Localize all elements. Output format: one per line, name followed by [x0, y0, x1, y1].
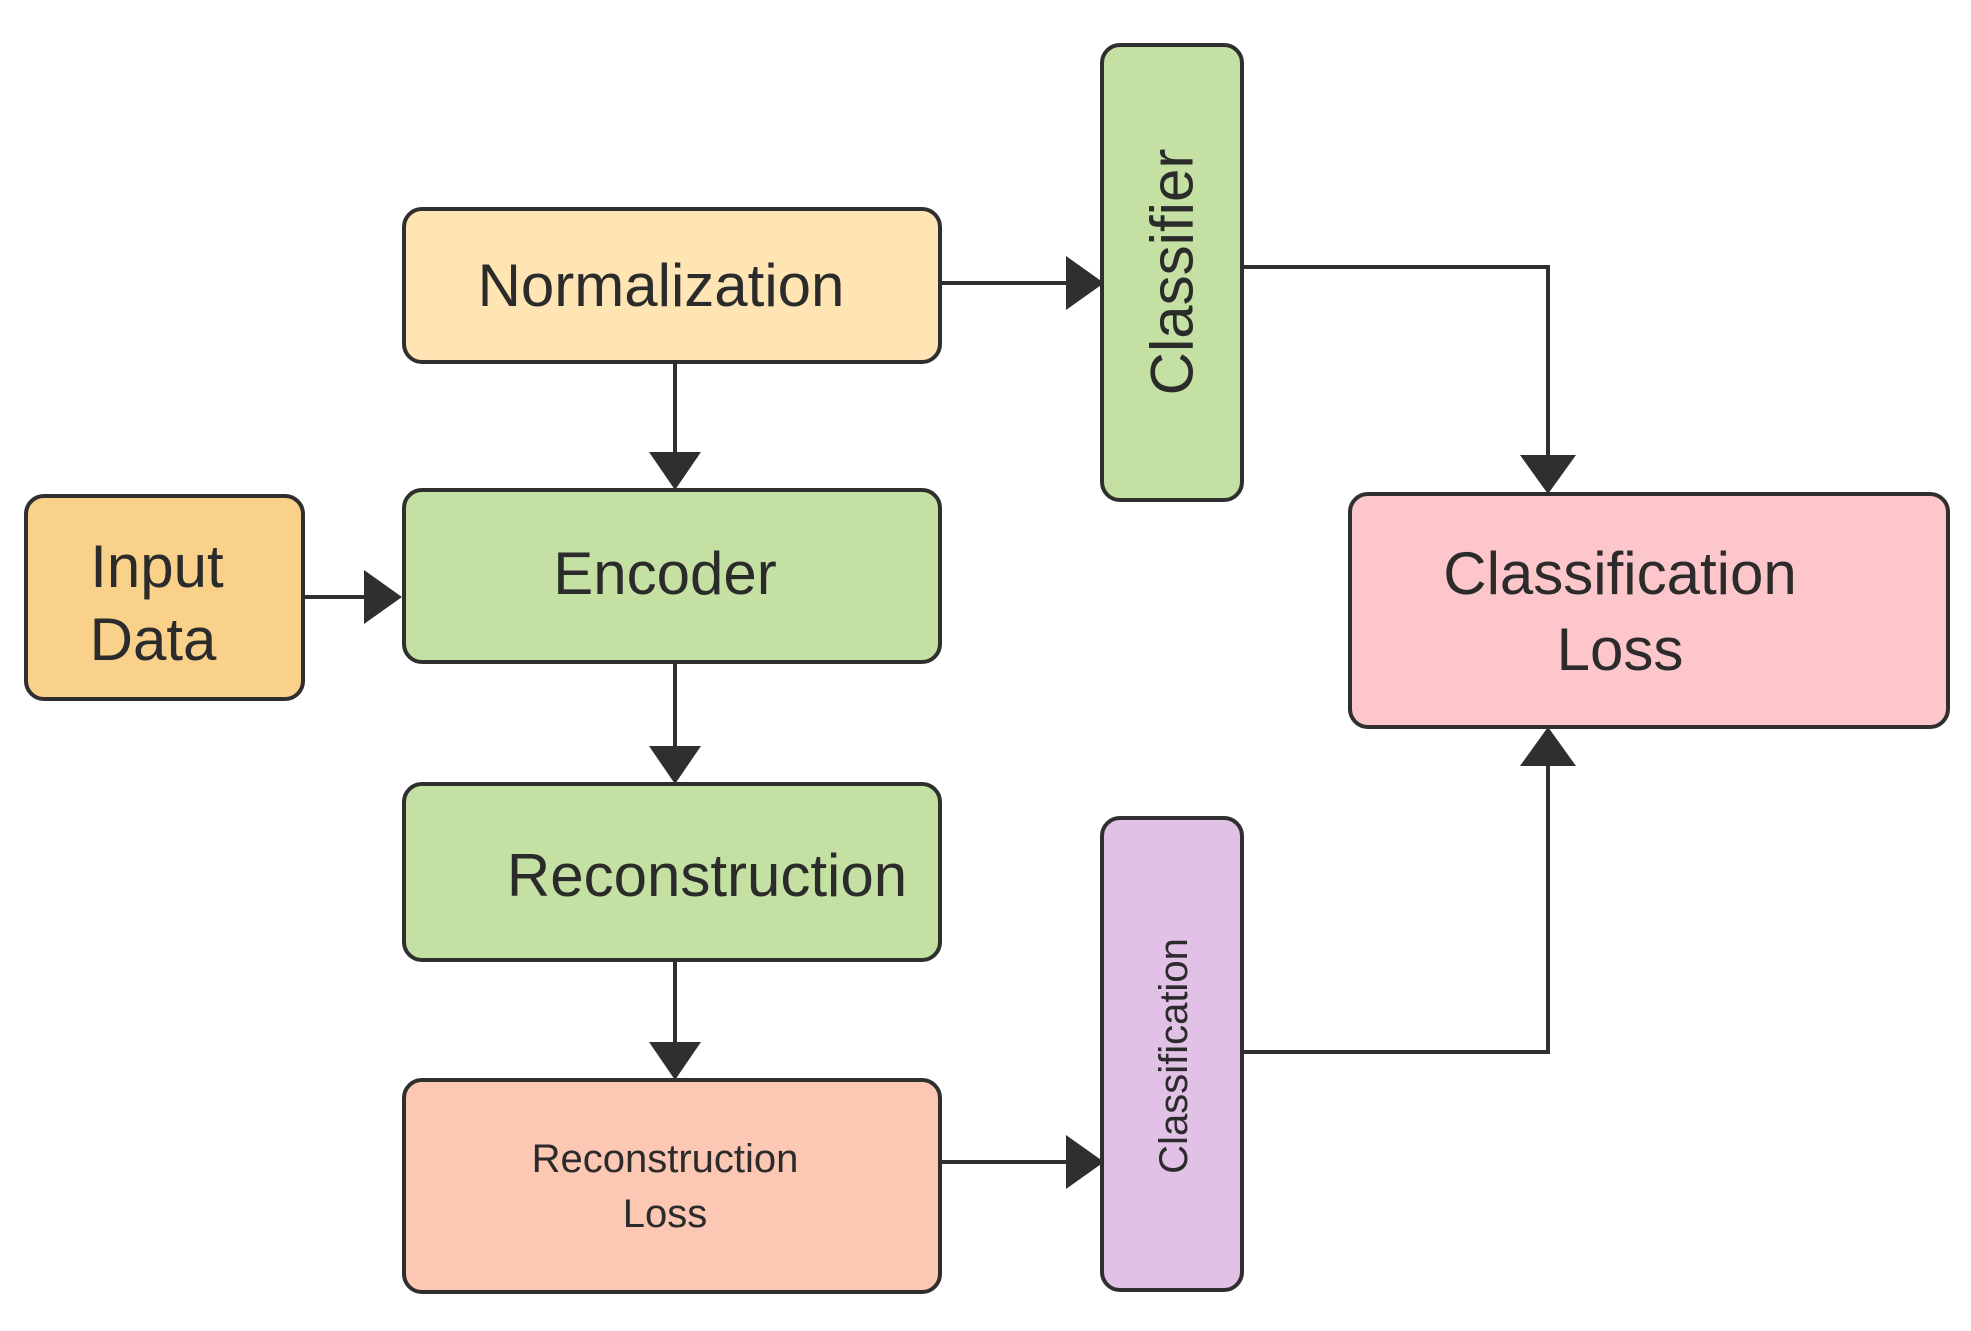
encoder-label: Encoder — [553, 540, 776, 607]
normalization-box — [402, 207, 942, 364]
arrowhead-reconstruction-loss — [649, 1042, 701, 1080]
classifier-box — [1100, 43, 1244, 502]
classification-loss-label-line2: Loss — [1557, 616, 1684, 683]
normalization-label: Normalization — [478, 252, 845, 319]
arrowhead-classification — [1066, 1135, 1104, 1189]
classifier-label: Classifier — [1139, 149, 1206, 396]
reconstruction-loss-label-line2: Loss — [623, 1192, 708, 1236]
classification-loss-box — [1348, 492, 1950, 729]
arrowhead-classifier — [1066, 256, 1104, 310]
arrowhead-reconstruction — [649, 746, 701, 784]
reconstruction-label: Reconstruction — [507, 842, 907, 909]
reconstruction-loss-box — [402, 1078, 942, 1294]
classification-box — [1100, 816, 1244, 1292]
input-data-box — [24, 494, 305, 701]
node-reconstruction-loss: Reconstruction Loss — [402, 1078, 942, 1294]
arrowhead-classification-loss-bottom — [1520, 727, 1576, 766]
node-classifier: Classifier — [1100, 43, 1244, 502]
classification-label: Classification — [1152, 938, 1196, 1174]
arrowhead-encoder-top — [649, 452, 701, 490]
node-classification: Classification — [1100, 816, 1244, 1292]
input-data-label-line1: Input — [90, 533, 224, 600]
reconstruction-loss-label-line1: Reconstruction — [532, 1137, 799, 1181]
connector-classification-to-classification-loss — [1242, 766, 1550, 1054]
node-encoder: Encoder — [402, 488, 942, 664]
classification-loss-label-line1: Classification — [1443, 540, 1796, 607]
node-classification-loss: Classification Loss — [1348, 492, 1950, 729]
arrowhead-encoder-left — [364, 570, 402, 624]
encoder-box — [402, 488, 942, 664]
node-reconstruction: Reconstruction — [402, 782, 942, 962]
reconstruction-box — [402, 782, 942, 962]
node-normalization: Normalization — [402, 207, 942, 364]
input-data-label-line2: Data — [90, 606, 217, 673]
node-input-data: Input Data — [24, 494, 305, 701]
connector-classifier-to-classification-loss — [1242, 265, 1550, 455]
arrowhead-classification-loss-top — [1520, 455, 1576, 494]
